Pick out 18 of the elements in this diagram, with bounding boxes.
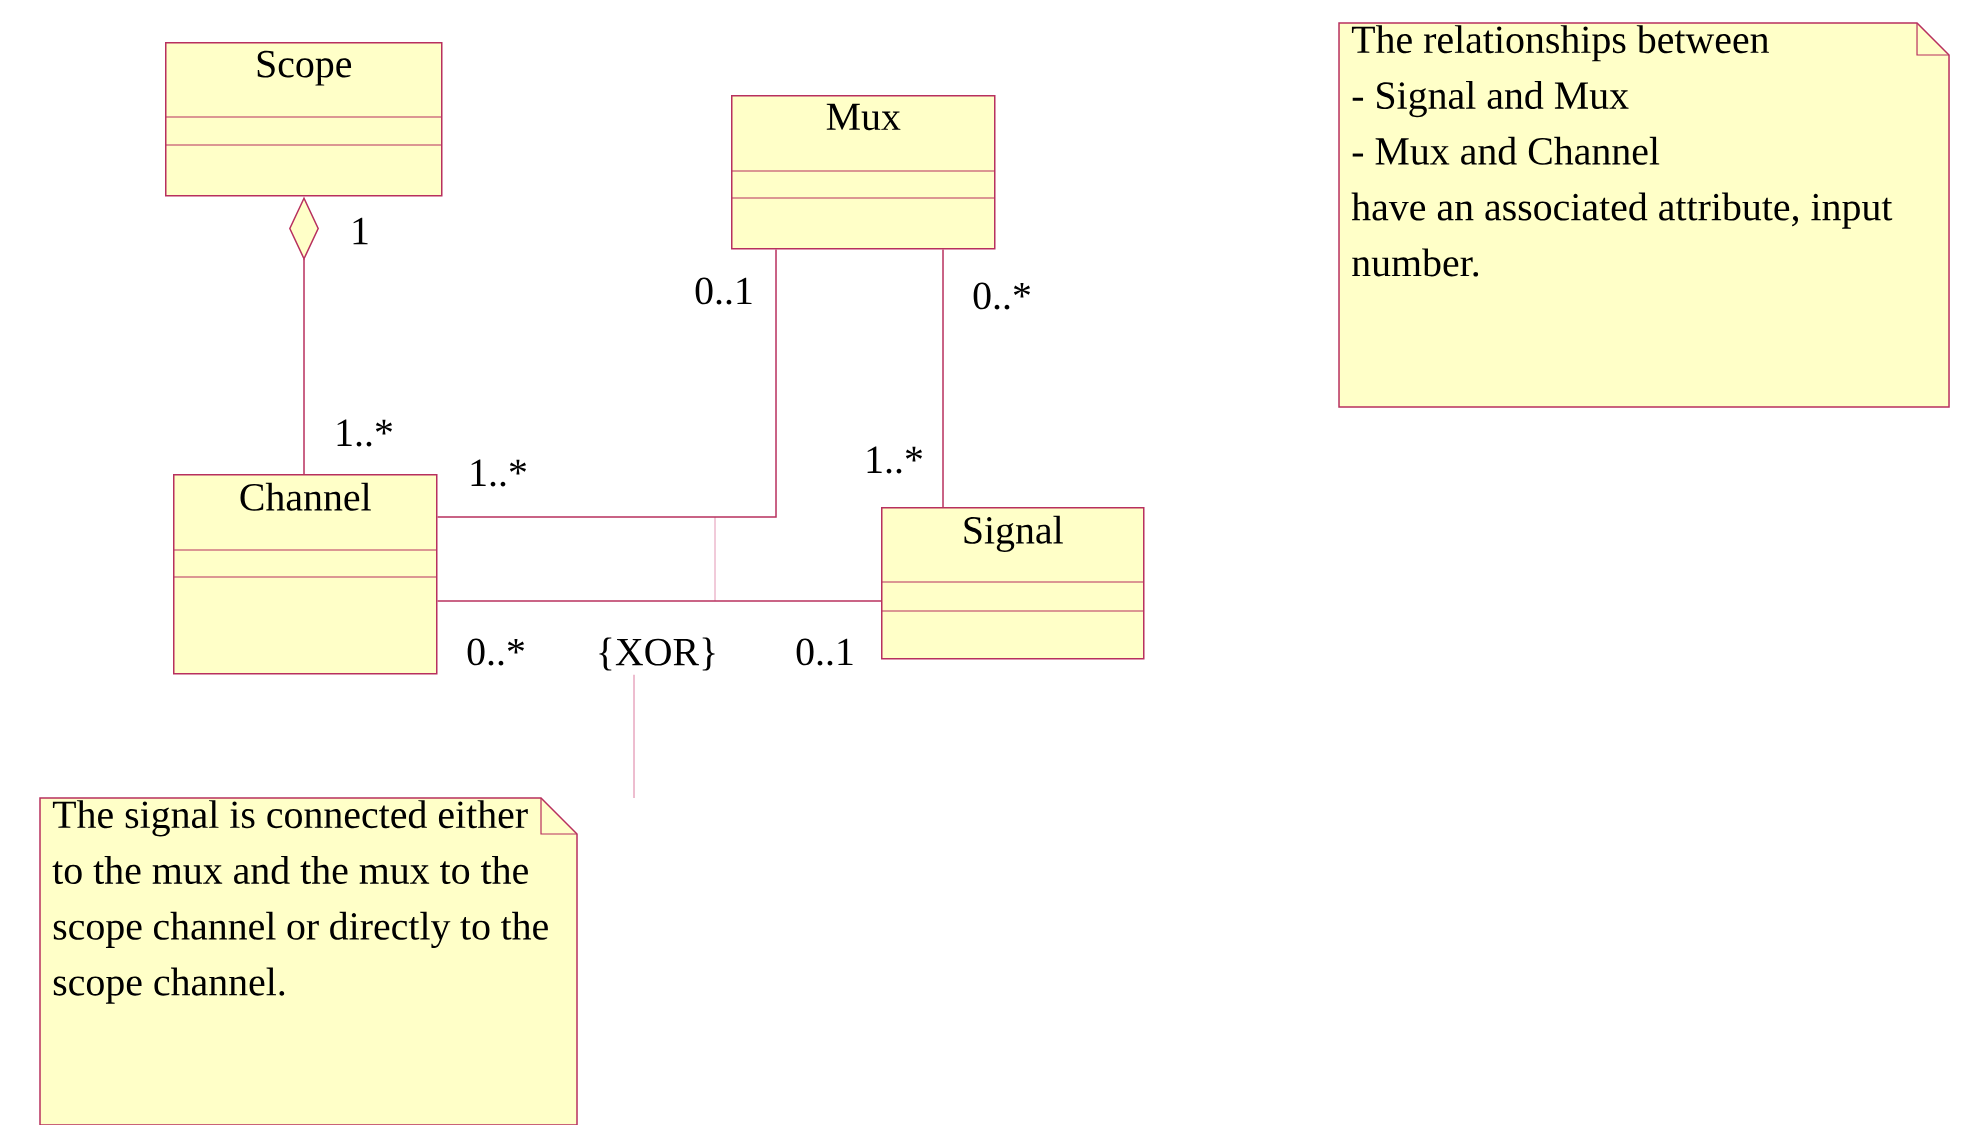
note-box: The signal is connected either to the mux and the mux to the scope channel or directly to the scope channel. [39, 797, 578, 1125]
association-line [436, 600, 882, 602]
constraint-label: {XOR} [599, 637, 715, 671]
multiplicity-label: 1..* [471, 459, 526, 487]
class-box: Channel [172, 474, 438, 675]
multiplicity-label: 0..1 [796, 638, 853, 666]
multiplicity-label: 0..1 [695, 277, 752, 305]
multiplicity-label: 0..* [973, 282, 1030, 310]
association-line [942, 248, 944, 508]
class-box: Scope [164, 42, 443, 197]
class-box: Mux [730, 95, 996, 250]
note-box: The relationships between - Signal and Mux - Mux and Channel have an associated attribute, input number. [1338, 22, 1950, 408]
association-line [436, 248, 777, 518]
multiplicity-label: 1..* [337, 419, 392, 447]
multiplicity-label: 1..* [867, 446, 922, 474]
multiplicity-label: 0..* [467, 638, 524, 666]
leader-line [633, 673, 635, 799]
class-box: Signal [880, 507, 1145, 660]
